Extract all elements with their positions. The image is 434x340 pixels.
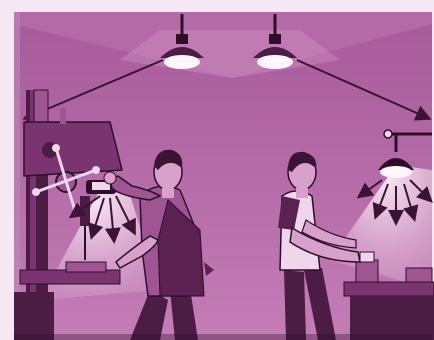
floor [14, 334, 432, 340]
frame-shadow [14, 12, 20, 340]
